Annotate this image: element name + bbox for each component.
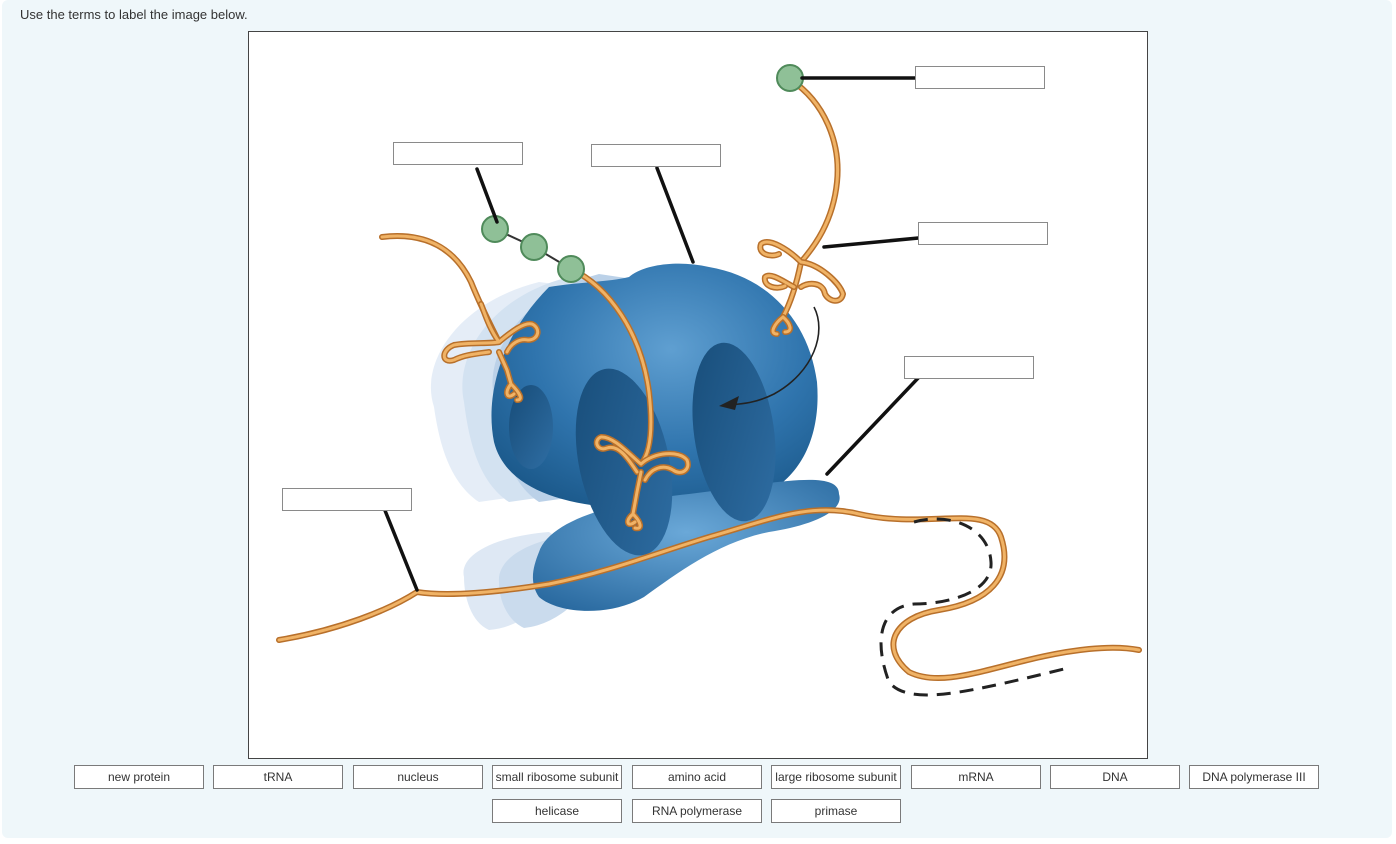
label-drop-target-small-subunit[interactable] (904, 356, 1034, 379)
trna-right (757, 77, 846, 337)
term-new-protein[interactable]: new protein (74, 765, 204, 789)
a-site-cavity (692, 342, 776, 522)
term-nucleus[interactable]: nucleus (353, 765, 483, 789)
dashed-motion-path (879, 517, 1065, 697)
label-drop-target-trna[interactable] (918, 222, 1048, 245)
translation-diagram (248, 31, 1148, 759)
term-trna[interactable]: tRNA (213, 765, 343, 789)
amino-acid-circle (520, 233, 548, 261)
amino-acid-circle (557, 255, 585, 283)
term-dna-polymerase-iii[interactable]: DNA polymerase III (1189, 765, 1319, 789)
term-small-ribosome-subunit[interactable]: small ribosome subunit (492, 765, 622, 789)
trna-movement-arrow (726, 306, 820, 406)
ribosome-illustration (276, 64, 1142, 697)
amino-acid-circle (776, 64, 804, 92)
term-large-ribosome-subunit[interactable]: large ribosome subunit (771, 765, 901, 789)
label-drop-target-ribosome-top[interactable] (591, 144, 721, 167)
label-drop-target-mrna[interactable] (282, 488, 412, 511)
label-drop-target-amino-acid[interactable] (915, 66, 1045, 89)
arrowhead (719, 396, 739, 410)
term-dna[interactable]: DNA (1050, 765, 1180, 789)
trna-left (379, 233, 541, 403)
term-helicase[interactable]: helicase (492, 799, 622, 823)
leader-lines (382, 76, 931, 592)
term-amino-acid[interactable]: amino acid (632, 765, 762, 789)
instructions-text: Use the terms to label the image below. (20, 7, 248, 22)
term-primase[interactable]: primase (771, 799, 901, 823)
trna-middle (568, 266, 691, 532)
term-mrna[interactable]: mRNA (911, 765, 1041, 789)
mrna-strand (276, 507, 1142, 682)
label-drop-target-amino-acid-chain[interactable] (393, 142, 523, 165)
e-site-cavity (509, 385, 553, 469)
term-rna-polymerase[interactable]: RNA polymerase (632, 799, 762, 823)
